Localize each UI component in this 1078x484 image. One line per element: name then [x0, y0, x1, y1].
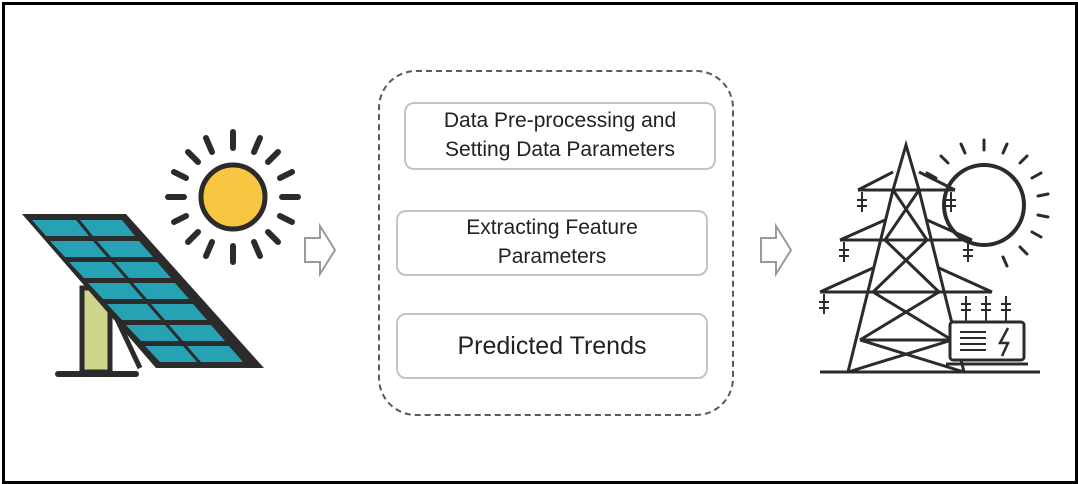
transformer-icon	[946, 296, 1028, 366]
sun-icon	[165, 129, 301, 265]
right-arrow-icon	[304, 222, 337, 278]
step-label: Extracting Feature Parameters	[466, 216, 638, 268]
step-label: Predicted Trends	[457, 331, 647, 360]
outline-sun-icon	[925, 138, 1050, 268]
right-arrow-icon	[760, 222, 793, 278]
step-label: Data Pre-processing and Setting Data Par…	[443, 109, 677, 161]
step-predicted-trends: Predicted Trends	[396, 313, 708, 379]
process-container	[378, 70, 734, 416]
step-data-preprocessing: Data Pre-processing and Setting Data Par…	[404, 102, 716, 170]
transmission-tower-icon	[819, 139, 1040, 374]
solar-panel-icon	[22, 214, 264, 368]
step-feature-extraction: Extracting Feature Parameters	[396, 210, 708, 276]
